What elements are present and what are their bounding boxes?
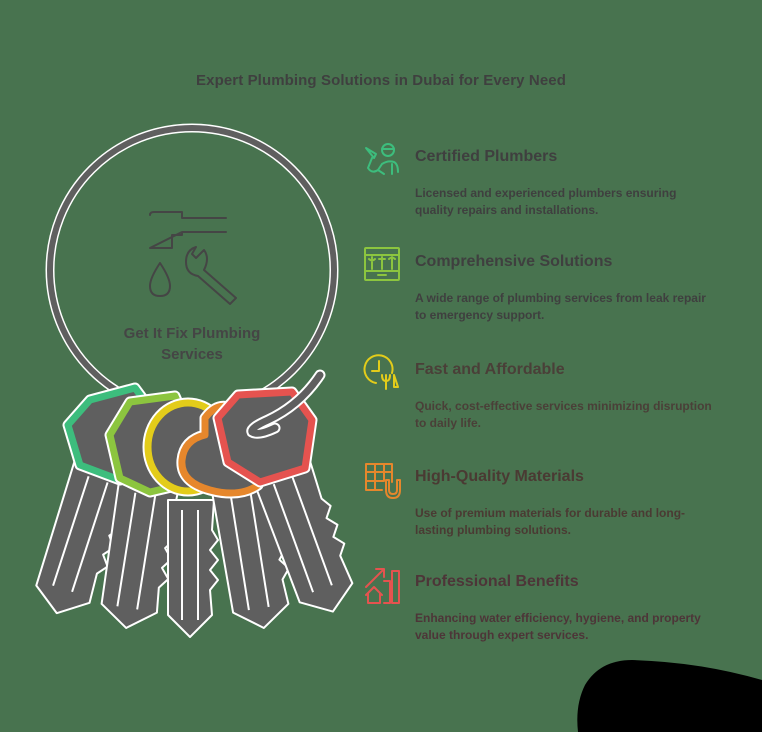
feature-description: Quick, cost-effective services minimizin… [415,399,712,430]
feature-heading: Comprehensive Solutions [415,253,613,270]
feature-description: Enhancing water efficiency, hygiene, and… [415,611,701,642]
toolbox-icon [364,247,400,281]
faucet-wrench-icon [149,211,237,305]
plumber-worker-icon [365,143,399,175]
key-blades [35,459,354,638]
feature-description: Licensed and experienced plumbers ensuri… [415,186,677,217]
hub-label: Get It Fix Plumbing Services [123,325,261,363]
grid-magnet-icon [365,463,401,499]
clock-tools-icon [363,354,399,390]
house-growth-chart-icon [365,568,400,604]
feature-heading: High-Quality Materials [415,468,584,485]
decorative-corner-shape [577,660,762,732]
feature-heading: Professional Benefits [415,573,579,590]
feature-description: Use of premium materials for durable and… [415,506,686,537]
page-title: Expert Plumbing Solutions in Dubai for E… [196,72,566,89]
feature-heading: Certified Plumbers [415,148,558,165]
feature-heading: Fast and Affordable [415,361,565,378]
feature-description: A wide range of plumbing services from l… [415,291,706,322]
